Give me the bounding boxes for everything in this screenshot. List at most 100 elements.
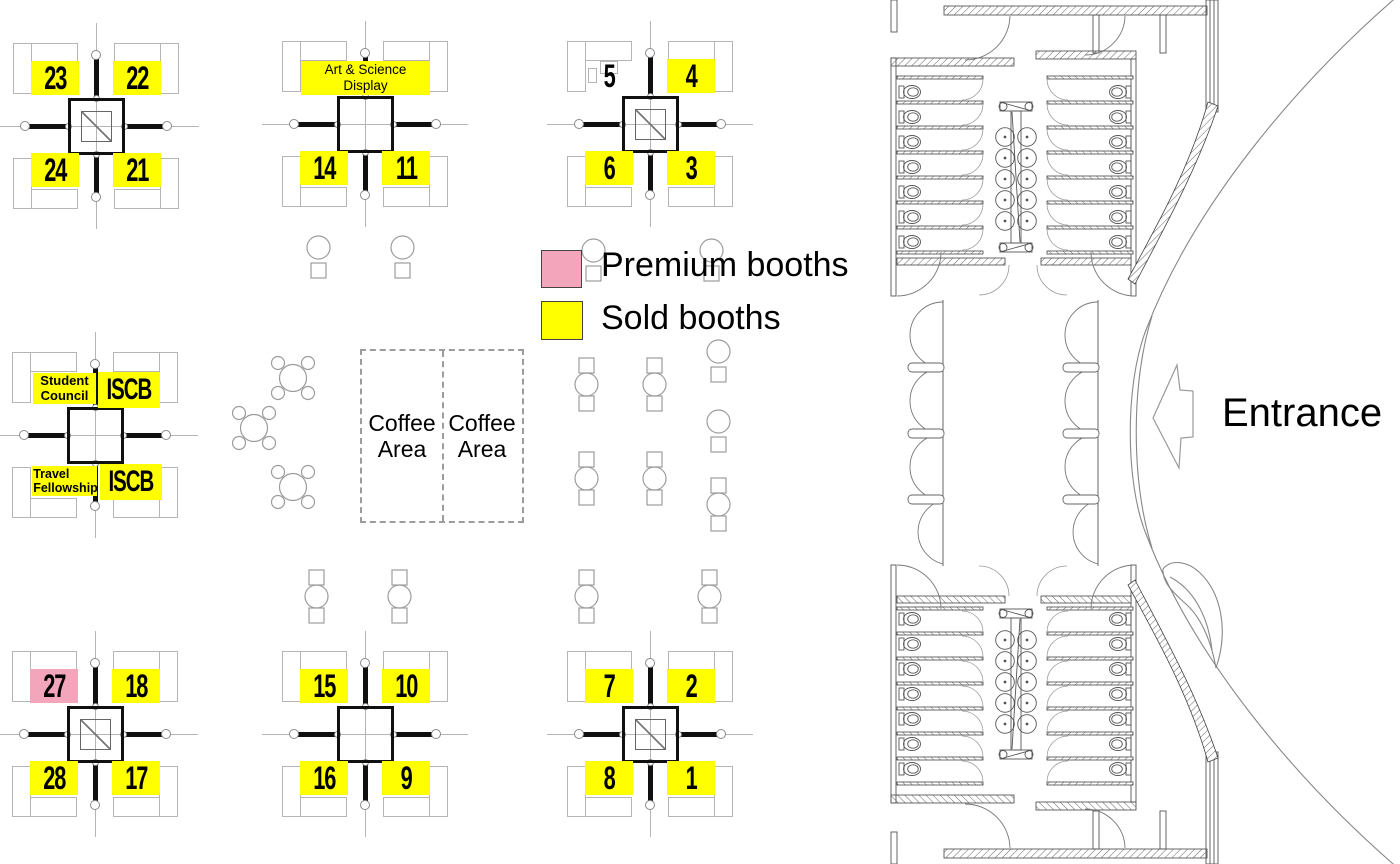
guide-line-vertical — [95, 332, 96, 538]
cluster-top-right: 5 4 6 3 — [547, 21, 753, 227]
sold-booth-swatch — [541, 301, 583, 340]
booth-8[interactable]: 8 — [585, 761, 633, 795]
guide-circle — [645, 190, 655, 200]
guide-circle — [360, 48, 370, 58]
booth-15[interactable]: 15 — [300, 669, 348, 703]
round-table — [270, 355, 316, 401]
top-wall — [890, 0, 1208, 61]
center-column-inner — [635, 109, 666, 140]
table-outline — [429, 156, 448, 207]
table-outline — [13, 158, 32, 209]
booth-iscb-top[interactable]: ISCB — [98, 372, 160, 408]
round-table — [231, 405, 277, 451]
cross-arm — [647, 152, 653, 195]
booth-label: 18 — [124, 668, 148, 704]
table-outline — [282, 41, 301, 92]
cross-arm — [647, 663, 653, 706]
bottom-wall — [890, 803, 1208, 864]
booth-7[interactable]: 7 — [585, 669, 633, 703]
cross-arm — [678, 121, 721, 127]
guide-circle — [574, 119, 584, 129]
booth-4[interactable]: 4 — [667, 59, 715, 93]
booth-16[interactable]: 16 — [300, 761, 348, 795]
cross-arm — [24, 731, 67, 737]
guide-circle — [645, 48, 655, 58]
coffee-area-right-label: Coffee Area — [448, 410, 516, 462]
cluster-top-left: 23 22 24 21 — [0, 23, 199, 229]
cross-arm — [362, 762, 368, 805]
curved-wall — [1127, 0, 1394, 864]
table-outline — [429, 651, 448, 702]
booth-21[interactable]: 21 — [113, 153, 161, 187]
guide-line-vertical — [365, 631, 366, 837]
booth-label: ISCB — [108, 465, 155, 498]
booth-label: 24 — [43, 152, 67, 188]
coffee-area: Coffee Area Coffee Area — [360, 349, 524, 523]
guide-circle — [574, 729, 584, 739]
guide-circle — [161, 430, 171, 440]
booth-14[interactable]: 14 — [300, 151, 348, 185]
guide-circle — [360, 800, 370, 810]
center-column-inner — [80, 719, 111, 750]
cross-arm — [393, 121, 436, 127]
booth-6[interactable]: 6 — [585, 151, 633, 185]
booth-3[interactable]: 3 — [667, 151, 715, 185]
cross-arm — [362, 663, 368, 706]
booth-label: 14 — [312, 150, 336, 186]
booth-28[interactable]: 28 — [30, 761, 78, 795]
cross-arm — [93, 154, 99, 197]
booth-label: 7 — [603, 668, 615, 704]
booth-11[interactable]: 11 — [382, 151, 430, 185]
round-table — [270, 464, 316, 510]
entrance-label: Entrance — [1222, 391, 1383, 435]
cross-arm — [92, 663, 98, 706]
table-outline — [282, 766, 301, 817]
restroom-block-bottom — [891, 565, 1136, 810]
booth-label: 1 — [685, 760, 697, 796]
guide-circle — [716, 119, 726, 129]
booth-27[interactable]: 27 — [30, 669, 78, 703]
cross-arm — [579, 731, 622, 737]
banner-label: Art & Science Display — [324, 62, 407, 93]
booth-5[interactable]: 5 — [585, 59, 633, 93]
guide-circle — [289, 119, 299, 129]
cross-arm — [294, 731, 337, 737]
booth-fixture — [600, 61, 618, 74]
booth-label: 21 — [125, 152, 149, 188]
venue-floorplan — [876, 0, 1394, 864]
guide-circle — [91, 192, 101, 202]
table-outline — [714, 41, 733, 92]
table-outline — [159, 766, 178, 817]
booth-label: 27 — [42, 668, 66, 704]
booth-18[interactable]: 18 — [112, 669, 160, 703]
booth-24[interactable]: 24 — [31, 153, 79, 187]
guide-circle — [289, 729, 299, 739]
center-column-inner — [81, 111, 112, 142]
booth-22[interactable]: 22 — [113, 61, 161, 95]
guide-circle — [90, 359, 100, 369]
booth-10[interactable]: 10 — [382, 669, 430, 703]
legend-premium-label: Premium booths — [601, 246, 849, 284]
booth-art-science-display[interactable]: Art & Science Display — [301, 61, 430, 95]
table-outline — [429, 766, 448, 817]
booth-9[interactable]: 9 — [382, 761, 430, 795]
center-column — [67, 706, 124, 763]
coffee-area-left-label: Coffee Area — [368, 410, 436, 462]
cross-arm — [92, 762, 98, 805]
table-outline — [160, 158, 179, 209]
table-outline — [12, 651, 31, 702]
booth-2[interactable]: 2 — [667, 669, 715, 703]
entrance-arrow — [1152, 362, 1194, 471]
booth-label: 2 — [685, 668, 697, 704]
booth-17[interactable]: 17 — [112, 761, 160, 795]
cluster-top-middle: Art & Science Display 14 11 — [262, 21, 468, 227]
booth-1[interactable]: 1 — [667, 761, 715, 795]
booth-student-council[interactable]: Student Council — [33, 373, 96, 404]
guide-line-vertical — [365, 21, 366, 227]
booth-iscb-bottom[interactable]: ISCB — [100, 464, 162, 500]
booth-travel-fellowship[interactable]: Travel Fellowship — [32, 466, 98, 496]
booth-23[interactable]: 23 — [31, 61, 79, 95]
cross-arm — [93, 55, 99, 98]
cross-arm — [362, 152, 368, 195]
guide-circle — [90, 501, 100, 511]
